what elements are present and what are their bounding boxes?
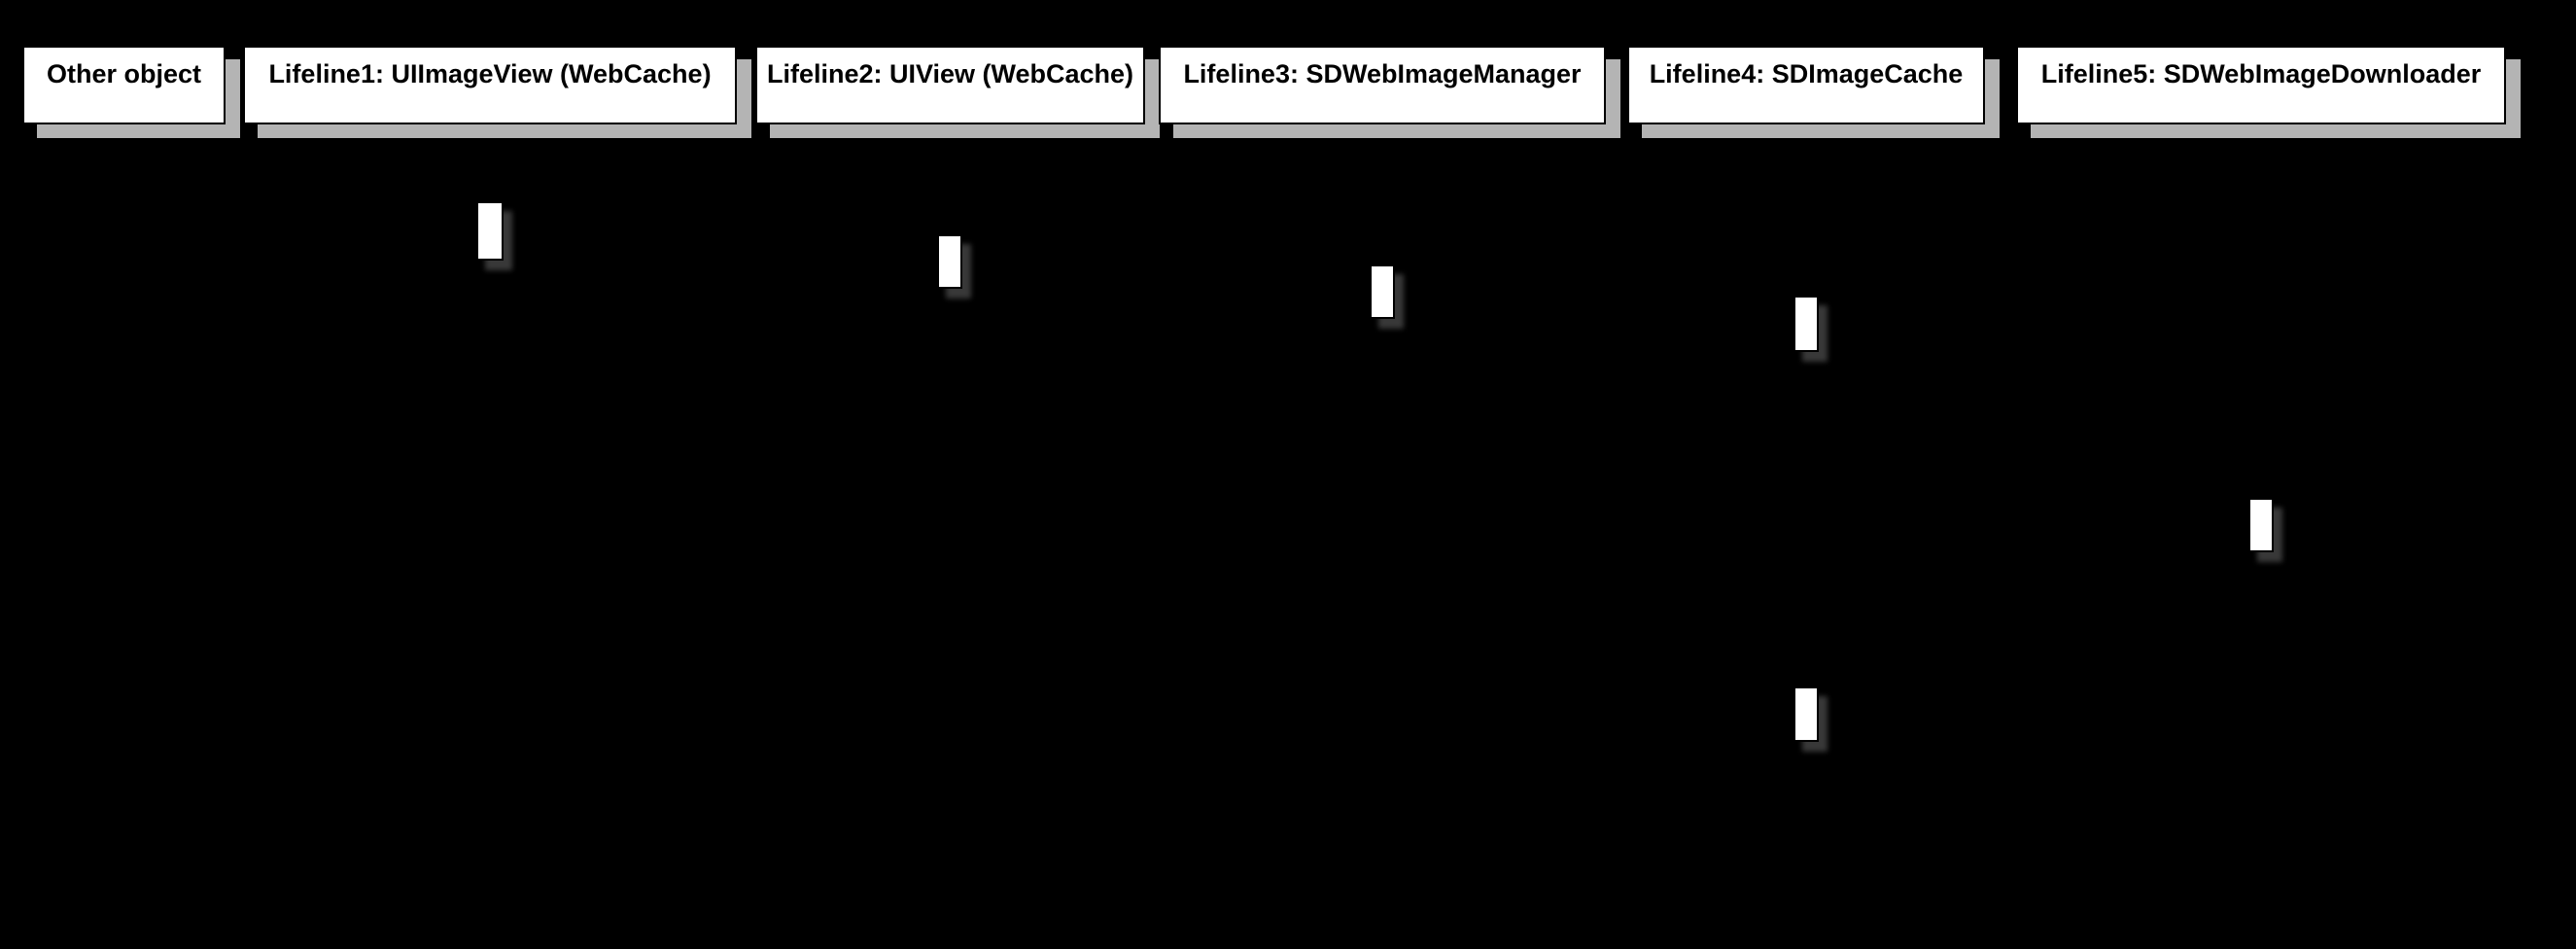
activation-bar xyxy=(2248,498,2274,552)
lifeline-header-label: Lifeline1: UIImageView (WebCache) xyxy=(268,59,712,88)
lifeline-header-label: Other object xyxy=(46,59,202,88)
lifeline-header-label: Lifeline3: SDWebImageManager xyxy=(1183,59,1582,88)
lifeline-dashed-line xyxy=(489,124,491,887)
activation-bar xyxy=(937,234,962,289)
lifeline-dashed-line xyxy=(949,124,951,887)
lifeline-header-box-3: Lifeline3: SDWebImageManager xyxy=(1159,46,1606,124)
lifeline-header-label: Lifeline4: SDImageCache xyxy=(1649,59,1964,88)
activation-bar xyxy=(476,201,504,261)
activation-bar xyxy=(1793,686,1819,742)
lifeline-header-box-1: Lifeline1: UIImageView (WebCache) xyxy=(243,46,737,124)
lifeline-dashed-line xyxy=(122,124,124,887)
lifeline-header-box-2: Lifeline2: UIView (WebCache) xyxy=(755,46,1145,124)
lifeline-header-label: Lifeline2: UIView (WebCache) xyxy=(766,59,1134,88)
lifeline-header-box-0: Other object xyxy=(22,46,226,124)
lifeline-header-box-5: Lifeline5: SDWebImageDownloader xyxy=(2016,46,2506,124)
lifeline-header-label: Lifeline5: SDWebImageDownloader xyxy=(2040,59,2482,88)
lifeline-dashed-line xyxy=(1805,124,1807,887)
activation-bar xyxy=(1793,296,1819,352)
lifeline-dashed-line xyxy=(1381,124,1383,887)
lifeline-header-box-4: Lifeline4: SDImageCache xyxy=(1627,46,1985,124)
activation-bar xyxy=(1370,264,1395,319)
